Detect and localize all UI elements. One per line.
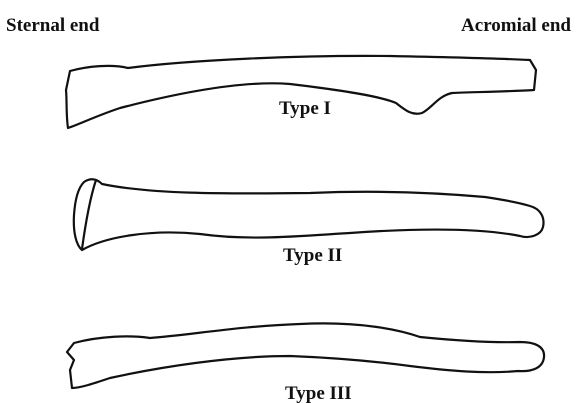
type-3-label: Type III: [285, 384, 352, 403]
clavicle-type-2-sternal-facet: [82, 180, 96, 249]
type-2-label: Type II: [283, 246, 342, 265]
clavicle-type-3-outline: [67, 323, 544, 388]
type-1-label: Type I: [279, 99, 331, 118]
clavicle-type-2-outline: [74, 179, 544, 250]
